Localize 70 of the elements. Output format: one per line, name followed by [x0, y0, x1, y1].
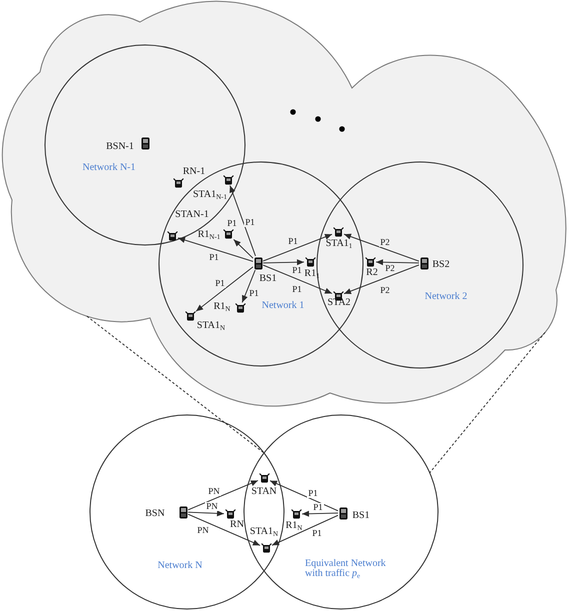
coverage-circle [316, 161, 524, 369]
arrow [188, 510, 224, 516]
zoom-line [429, 332, 546, 474]
network-label: Network 1 [262, 301, 304, 311]
device-label: R1$_{N-1}$ [198, 230, 220, 240]
device-label: STAN-1 [175, 210, 209, 220]
device-label: BSN-1 [106, 142, 134, 152]
edge-label: PN [205, 502, 219, 511]
arrow [262, 234, 332, 262]
zoom-line [86, 316, 264, 454]
edge-label: P1 [307, 488, 319, 498]
device-label: BS1 [352, 511, 370, 521]
radio-icon [258, 473, 270, 483]
device-label: R2 [366, 268, 378, 278]
radio-icon [172, 178, 184, 188]
device-label: BSN [145, 509, 165, 519]
coverage-circle [89, 414, 285, 610]
device-label: R1$_{N}$ [286, 520, 302, 530]
edge-label: P1 [311, 528, 323, 538]
device-label: STA1$_{N}$ [250, 527, 278, 537]
radio-icon [222, 175, 234, 185]
radio-icon [364, 257, 376, 267]
arrow [188, 514, 260, 546]
radio-icon [260, 543, 272, 553]
network-label: Equivalent Network with traffic p$_{e}$ [305, 559, 387, 579]
device-label: STA1$_{N-1}$ [193, 190, 227, 200]
radio-icon [332, 227, 344, 237]
coverage-circle [44, 44, 246, 246]
network-label: Network N [158, 561, 202, 571]
edge-label: P1 [312, 503, 324, 512]
network-label: Network N-1 [82, 163, 136, 173]
radio-icon [184, 311, 196, 321]
radio-icon [304, 257, 316, 267]
coverage-circle [158, 161, 364, 367]
device-label: STA1$_{1}$ [326, 239, 352, 249]
radio-icon [222, 229, 234, 239]
arrow [302, 510, 338, 517]
radio-icon [290, 509, 302, 519]
device-label: STA2 [327, 298, 351, 308]
device-label: STA1$_{N}$ [196, 321, 226, 331]
phone-icon [178, 506, 188, 518]
arrow [272, 514, 338, 546]
edge-label: PN [196, 526, 210, 534]
arrow [344, 264, 420, 294]
arrow [262, 259, 304, 266]
device-label: RN [230, 520, 244, 530]
arrow [233, 239, 254, 259]
phone-icon [338, 506, 348, 520]
device-label: R1$_{1}$ [304, 269, 320, 279]
radio-icon [224, 509, 236, 519]
device-label: R1$_{N}$ [214, 302, 230, 312]
device-label: BS1 [259, 274, 277, 284]
device-label: STAN [251, 487, 277, 497]
network-label: Network 2 [424, 292, 468, 302]
arrow [262, 264, 332, 294]
arrow [344, 234, 420, 262]
device-label: RN-1 [182, 167, 206, 177]
edge-label: PN [207, 486, 221, 496]
radio-icon [166, 231, 178, 241]
radio-icon [234, 303, 246, 313]
edge-label: P2 [384, 264, 396, 273]
arrow [230, 185, 256, 256]
coverage-circle [243, 414, 439, 610]
arrow [242, 270, 256, 303]
arrow [178, 237, 254, 262]
arrow [196, 266, 254, 312]
arrow [376, 259, 420, 266]
device-label: BS2 [432, 260, 450, 270]
arrow [270, 480, 338, 512]
arrow [188, 480, 258, 510]
